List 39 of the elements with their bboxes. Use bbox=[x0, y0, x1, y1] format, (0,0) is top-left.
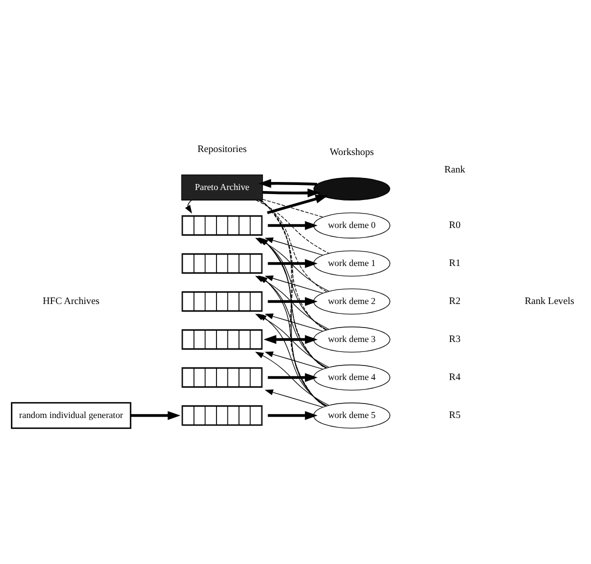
node-box: random individual generator bbox=[10, 402, 132, 428]
node-ellipse: work deme 0 bbox=[313, 212, 390, 238]
arrow bbox=[264, 274, 324, 294]
node-ellipse: work deme 4 bbox=[313, 364, 390, 390]
arrow bbox=[264, 334, 318, 344]
node-ellipse bbox=[313, 176, 390, 200]
arrow bbox=[264, 312, 324, 332]
arrow bbox=[258, 178, 318, 188]
arrow bbox=[268, 296, 318, 306]
arrow bbox=[266, 194, 328, 214]
node-ellipse: work deme 2 bbox=[313, 288, 390, 314]
connector bbox=[262, 198, 324, 217]
label: R3 bbox=[449, 334, 461, 345]
node-box: Pareto Archive bbox=[181, 174, 263, 200]
arrow bbox=[264, 350, 324, 370]
label: HFC Archives bbox=[42, 296, 100, 307]
arrow bbox=[264, 388, 324, 408]
label: Rank Levels bbox=[524, 296, 574, 307]
label: Rank bbox=[444, 164, 466, 175]
arrow bbox=[258, 313, 328, 406]
node-ellipse: work deme 5 bbox=[313, 402, 390, 428]
arrow bbox=[268, 258, 318, 268]
label: Repositories bbox=[197, 144, 247, 155]
arrow bbox=[268, 410, 318, 420]
label: R5 bbox=[449, 410, 461, 421]
node-ellipse: work deme 1 bbox=[313, 250, 390, 276]
arrow bbox=[264, 236, 324, 256]
node-ellipse: work deme 3 bbox=[313, 326, 390, 352]
arrow bbox=[185, 199, 192, 214]
arrow bbox=[262, 188, 320, 197]
label: R4 bbox=[449, 372, 461, 383]
label: R2 bbox=[449, 296, 461, 307]
arrow bbox=[255, 351, 330, 406]
label: R1 bbox=[449, 258, 461, 269]
label: Workshops bbox=[330, 146, 374, 158]
arrow bbox=[130, 410, 180, 420]
arrow bbox=[268, 220, 318, 230]
arrow bbox=[268, 372, 318, 382]
label: R0 bbox=[449, 220, 461, 231]
